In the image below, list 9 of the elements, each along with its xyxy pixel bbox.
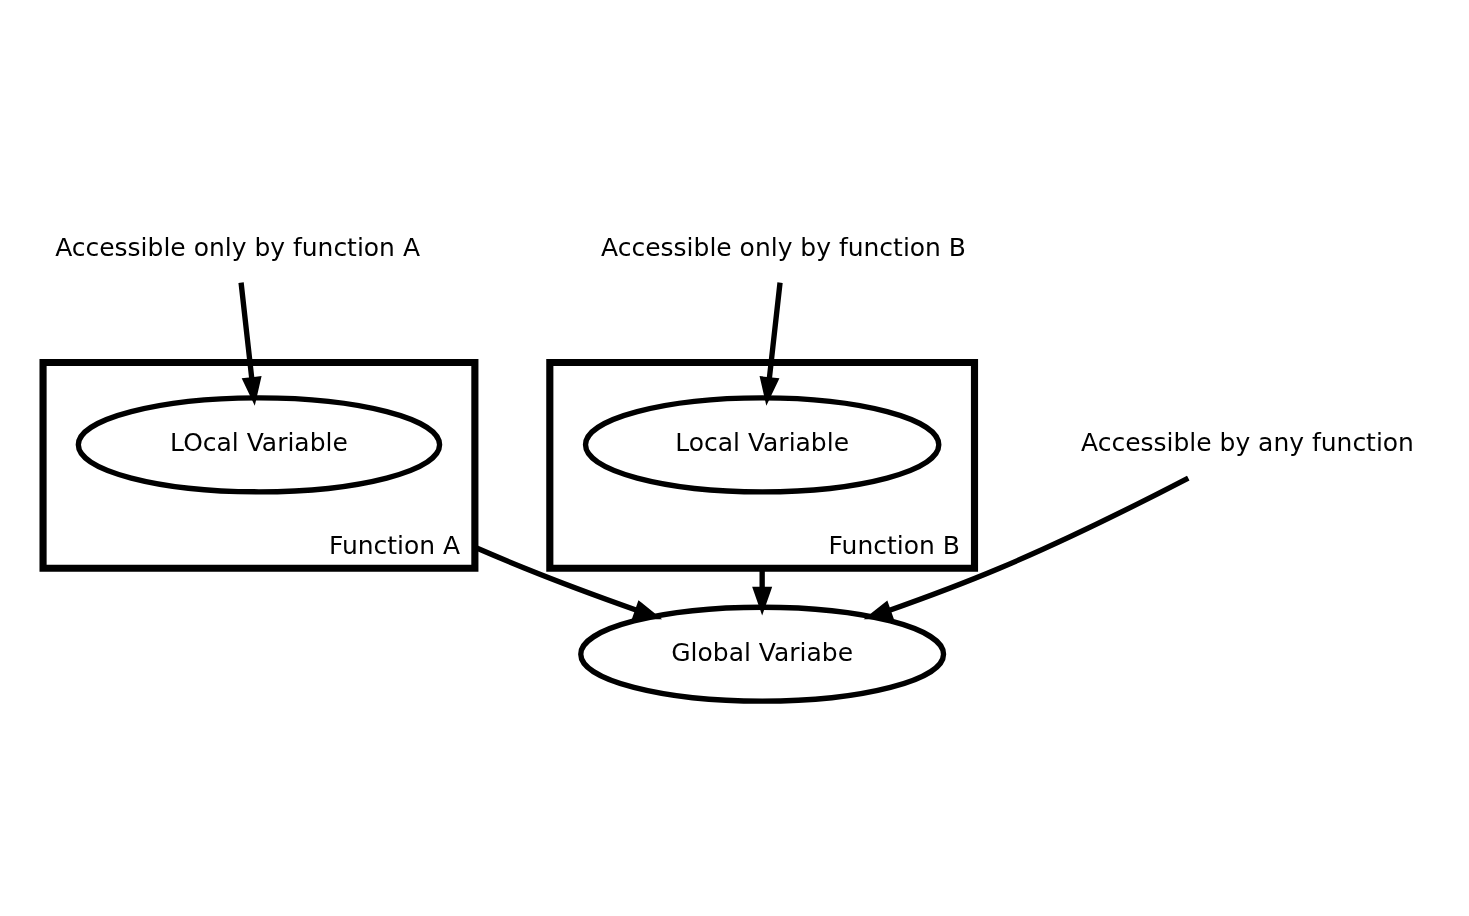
- node-ellipse: LOcal Variable: [75, 394, 443, 494]
- node-text: Accessible by any function: [1081, 427, 1414, 457]
- node-ellipse: Local Variable: [582, 394, 942, 494]
- node-text: Accessible only by function B: [601, 232, 967, 262]
- node-text: Accessible only by function A: [55, 232, 420, 262]
- arrow: [863, 475, 1190, 619]
- arrow: [238, 281, 262, 406]
- node-ellipse: Global Variabe: [578, 604, 947, 704]
- arrow: [759, 281, 783, 406]
